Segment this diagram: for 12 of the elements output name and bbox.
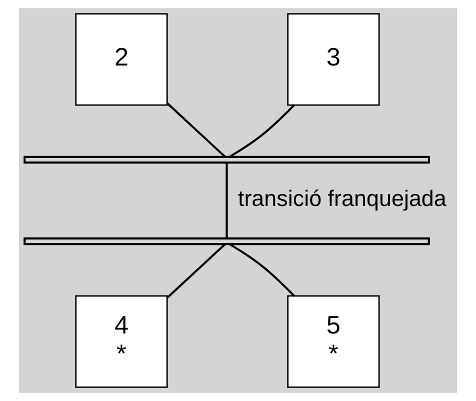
connector xyxy=(166,102,226,158)
connector xyxy=(226,163,228,238)
edge-label: transició franquejada xyxy=(238,186,446,211)
node-bar xyxy=(24,237,430,246)
connector xyxy=(228,243,295,297)
node-bar xyxy=(24,156,430,164)
node-box: 4 * xyxy=(75,295,168,388)
node-box: 2 xyxy=(75,13,168,106)
node-box: 5 * xyxy=(287,295,380,388)
connector xyxy=(228,104,295,158)
node-box: 3 xyxy=(287,13,380,106)
connector xyxy=(166,244,226,298)
